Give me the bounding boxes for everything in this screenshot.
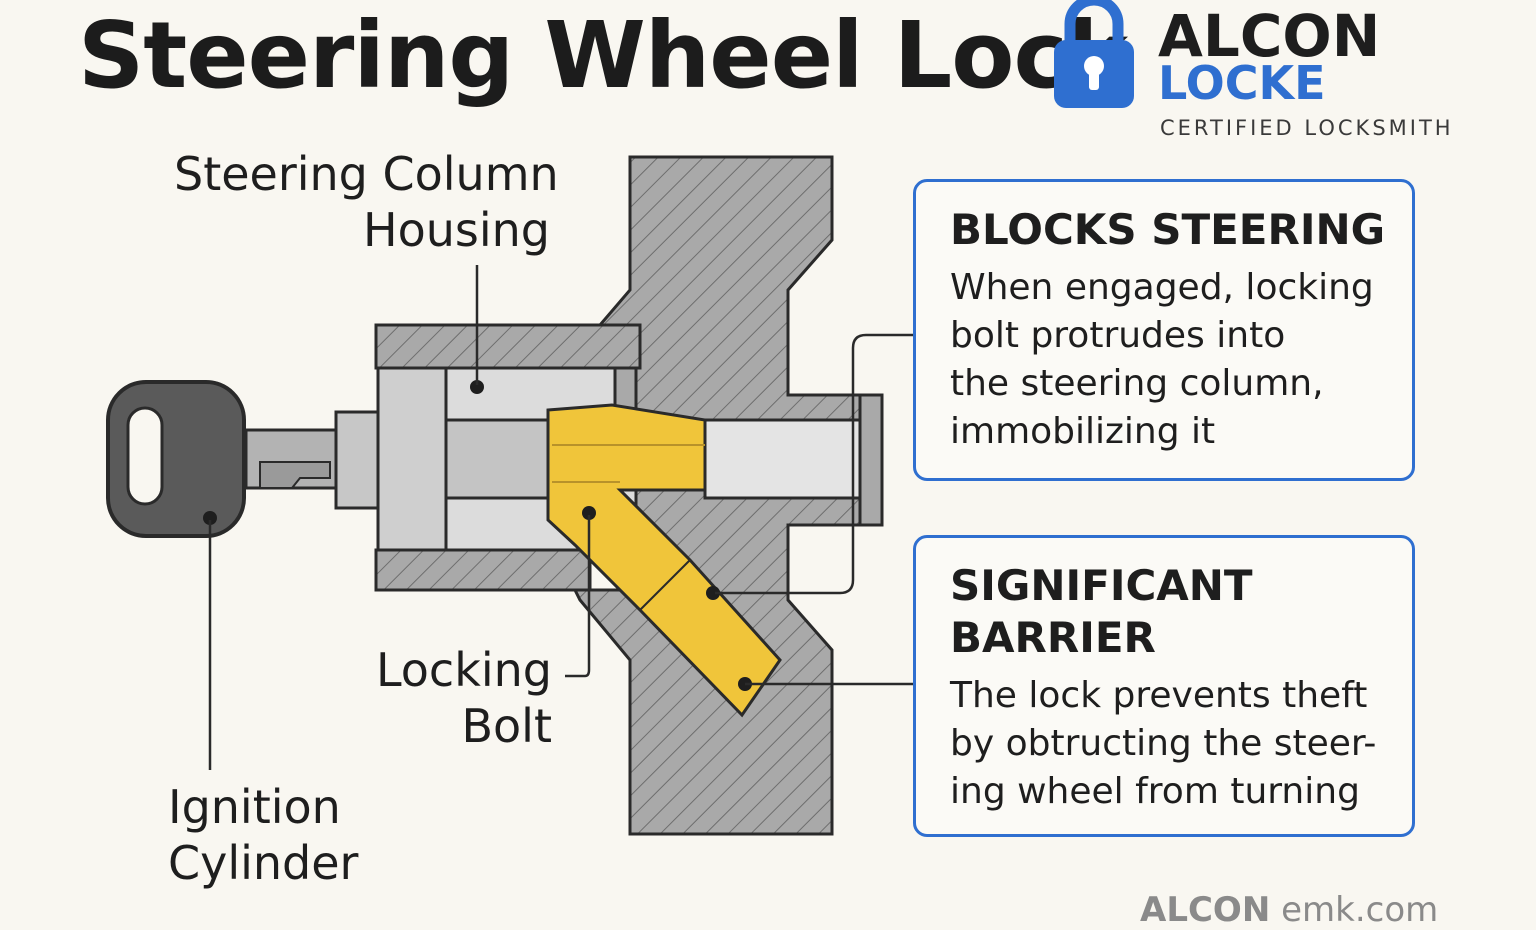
brand-name-alcon: ALCON — [1158, 2, 1381, 70]
website-footer: ALCON emk.com — [1140, 890, 1439, 930]
callout-heading: BLOCKS STEERING — [950, 205, 1386, 254]
padlock-icon — [1054, 0, 1134, 108]
callout-body: The lock prevents theft by obtructing th… — [950, 675, 1377, 812]
callout-heading: SIGNIFICANT BARRIER — [950, 561, 1253, 662]
callout-blocks-steering: BLOCKS STEERING When engaged, locking bo… — [913, 179, 1415, 481]
brand-name-locke: LOCKE — [1158, 56, 1326, 110]
label-steering-column-housing: Steering Column Housing — [174, 147, 559, 257]
brand-tagline: CERTIFIED LOCKSMITH — [1160, 116, 1454, 140]
housing-upper-arm — [374, 323, 642, 370]
callout-significant-barrier: SIGNIFICANT BARRIER The lock prevents th… — [913, 535, 1415, 837]
label-ignition-cylinder: Ignition Cylinder — [168, 780, 359, 890]
housing-lower-arm — [374, 548, 592, 592]
page-title: Steering Wheel Lock — [78, 2, 1128, 109]
callout-body: When engaged, locking bolt protrudes int… — [950, 267, 1374, 452]
leader-bolt — [565, 515, 591, 678]
label-locking-bolt: Locking Bolt — [375, 643, 552, 753]
leader-callout-1 — [715, 333, 913, 595]
